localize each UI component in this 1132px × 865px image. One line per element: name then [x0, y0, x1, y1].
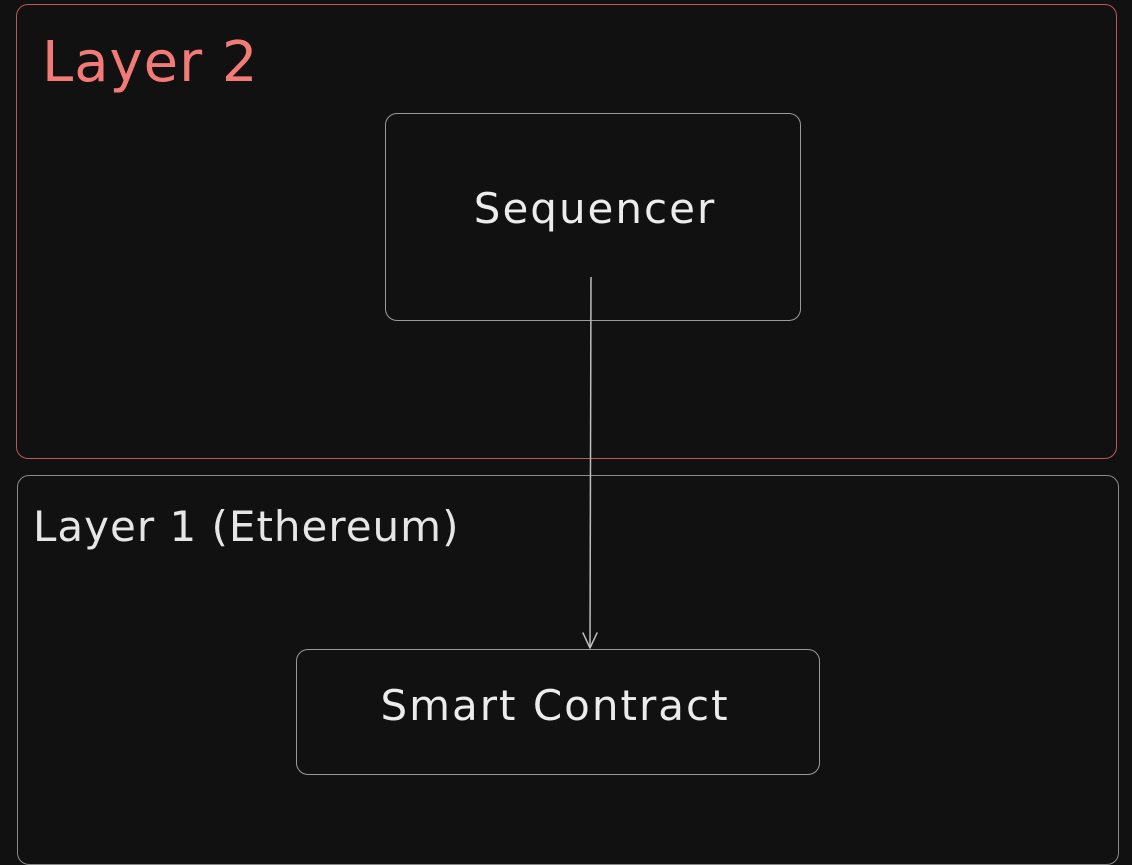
- sequencer-node: [385, 113, 801, 321]
- smart-contract-node: [296, 649, 820, 775]
- smart-contract-label: Smart Contract: [380, 681, 730, 730]
- layer-2-title: Layer 2: [42, 30, 259, 95]
- sequencer-label: Sequencer: [473, 184, 717, 233]
- layer-1-title: Layer 1 (Ethereum): [33, 502, 460, 551]
